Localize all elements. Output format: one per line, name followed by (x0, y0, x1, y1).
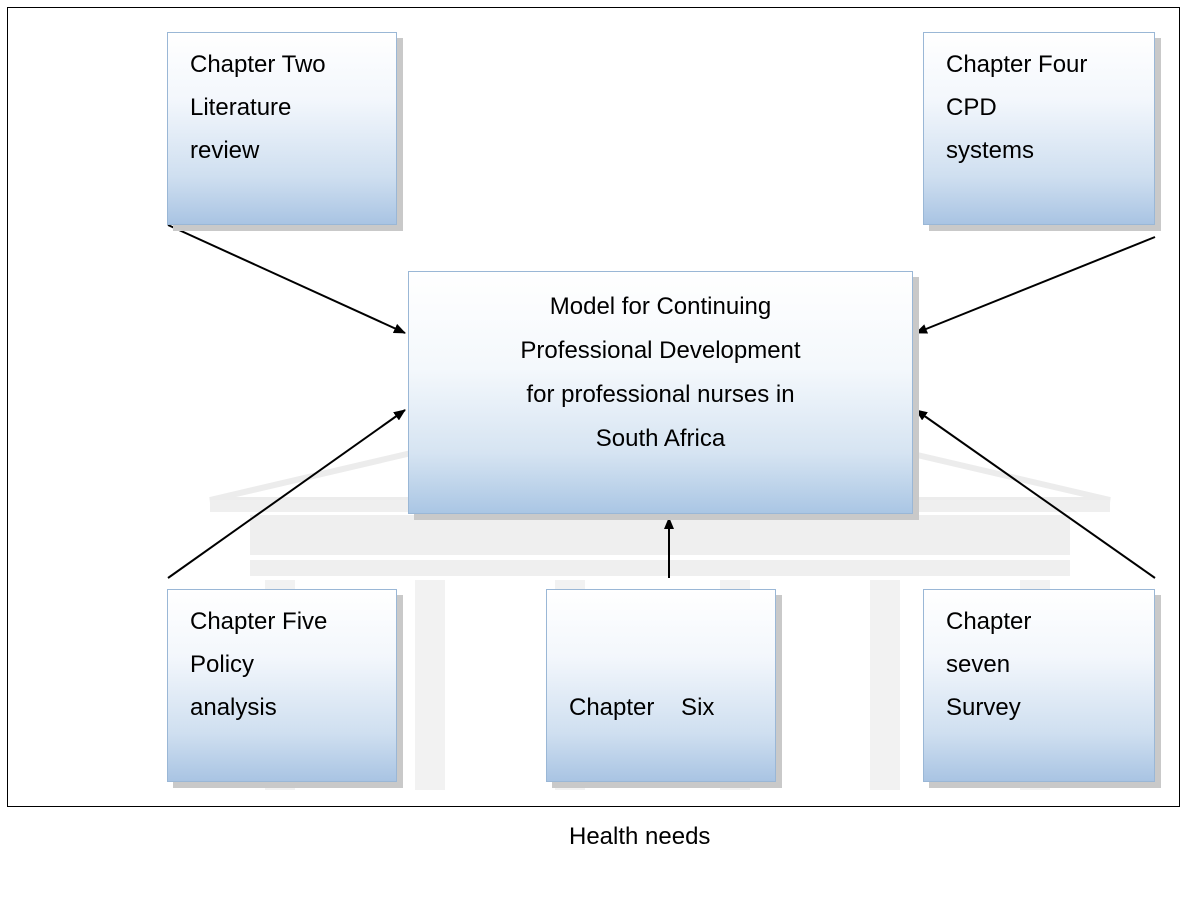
chapter-two-line-3: review (190, 137, 260, 164)
model-line-2: Professional Development (520, 337, 801, 364)
chapter-six-box: Chapter Six Health needs (546, 589, 776, 850)
chapter-four-line-1: Chapter Four (946, 51, 1088, 78)
chapter-seven-line-2: seven (946, 651, 1011, 678)
model-line-4: South Africa (595, 425, 726, 452)
chapter-four-line-2: CPD (946, 94, 997, 121)
chapter-two-line-2: Literature (190, 94, 292, 121)
chapter-seven-line-1: Chapter (946, 608, 1032, 635)
chapter-five-line-2: Policy (190, 651, 255, 678)
chapter-five-line-1: Chapter Five (190, 608, 328, 635)
chapter-two-line-1: Chapter Two (190, 51, 326, 78)
chapter-two-box: Chapter Two Literature review (167, 32, 397, 225)
chapter-seven-line-3: Survey (946, 694, 1021, 721)
chapter-seven-box: Chapter seven Survey (923, 589, 1155, 782)
chapter-four-box: Chapter Four CPD systems (923, 32, 1155, 225)
model-box: Model for Continuing Professional Develo… (408, 271, 913, 514)
connector-arrows (167, 224, 1156, 579)
model-line-3: for professional nurses in (526, 381, 795, 408)
model-line-1: Model for Continuing (549, 293, 772, 320)
arrow-chapter-five (167, 409, 406, 579)
chapter-six-line-1: Chapter Six (569, 694, 715, 721)
arrow-chapter-two (167, 224, 406, 334)
arrow-chapter-seven (915, 409, 1156, 579)
chapter-five-box: Chapter Five Policy analysis (167, 589, 397, 782)
chapter-six-line-2: Health needs (569, 823, 711, 850)
arrow-chapter-four (915, 236, 1156, 334)
chapter-five-line-3: analysis (190, 694, 277, 721)
chapter-four-line-3: systems (946, 137, 1035, 164)
